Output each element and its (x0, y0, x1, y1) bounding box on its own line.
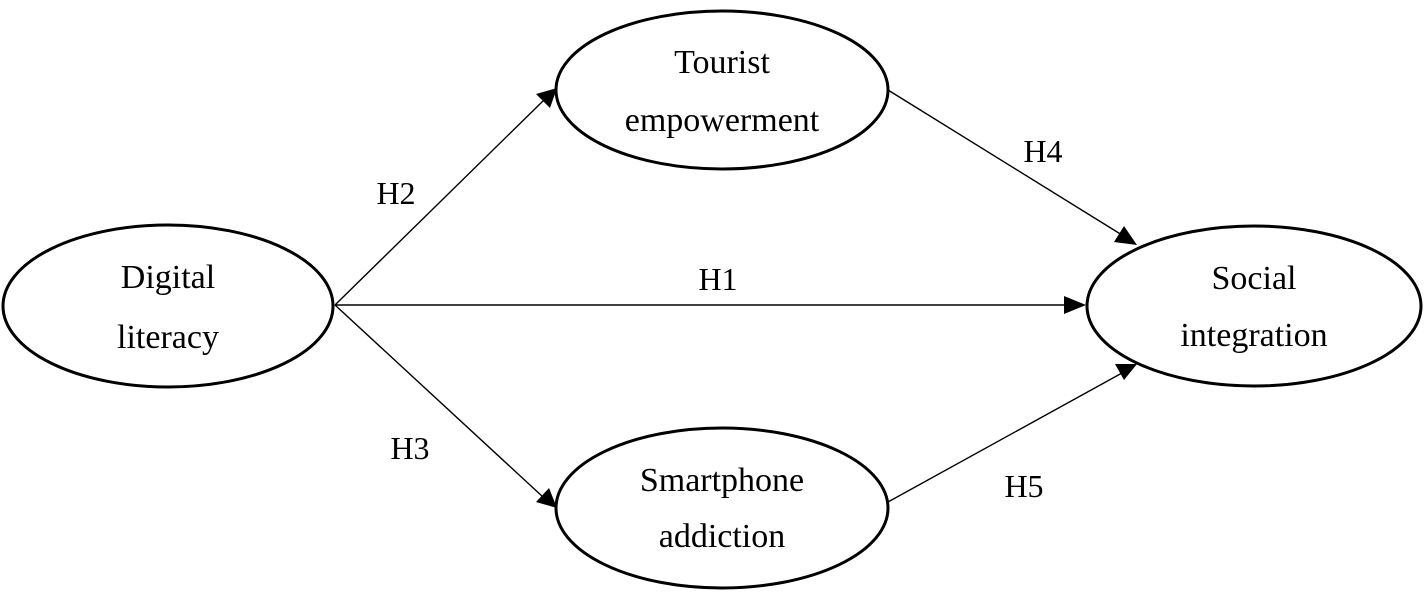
node-tourist-empowerment-line1: Tourist (674, 44, 770, 81)
edge-h3 (334, 304, 557, 508)
node-tourist-empowerment-line2: empowerment (625, 102, 820, 139)
edge-label-h3: H3 (390, 430, 429, 466)
node-digital-literacy-ellipse (1, 223, 335, 389)
edge-h5-arrowhead (1115, 364, 1137, 380)
node-tourist-empowerment: Tourist empowerment (554, 9, 890, 171)
edge-h2-arrowhead (536, 88, 557, 108)
edge-h5 (887, 364, 1137, 503)
edge-label-h1: H1 (698, 261, 737, 297)
edge-h3-arrowhead (536, 488, 557, 508)
edge-h2-line (334, 99, 545, 306)
edge-h1-arrowhead (1064, 296, 1086, 314)
edge-label-h4: H4 (1023, 133, 1062, 169)
node-smartphone-addiction-line2: addiction (659, 518, 786, 555)
edge-label-h2: H2 (376, 175, 415, 211)
edge-h1 (335, 296, 1086, 314)
node-smartphone-addiction-ellipse (554, 426, 890, 590)
edge-h4-arrowhead (1114, 226, 1137, 245)
node-digital-literacy-line2: literacy (117, 319, 219, 356)
node-smartphone-addiction-line1: Smartphone (640, 462, 804, 499)
node-smartphone-addiction: Smartphone addiction (554, 426, 890, 590)
edge-h4-line (887, 89, 1123, 236)
edge-h2 (334, 88, 557, 306)
node-digital-literacy: Digital literacy (1, 223, 335, 389)
node-tourist-empowerment-ellipse (554, 9, 890, 171)
node-social-integration-line2: integration (1180, 317, 1327, 354)
node-social-integration-line1: Social (1212, 260, 1297, 297)
node-social-integration: Social integration (1085, 224, 1423, 388)
edge-h5-line (887, 372, 1123, 503)
node-digital-literacy-line1: Digital (121, 259, 215, 296)
edge-h4 (887, 89, 1137, 245)
edge-label-h5: H5 (1004, 468, 1043, 504)
edge-h3-line (334, 304, 544, 498)
node-social-integration-ellipse (1085, 224, 1423, 388)
